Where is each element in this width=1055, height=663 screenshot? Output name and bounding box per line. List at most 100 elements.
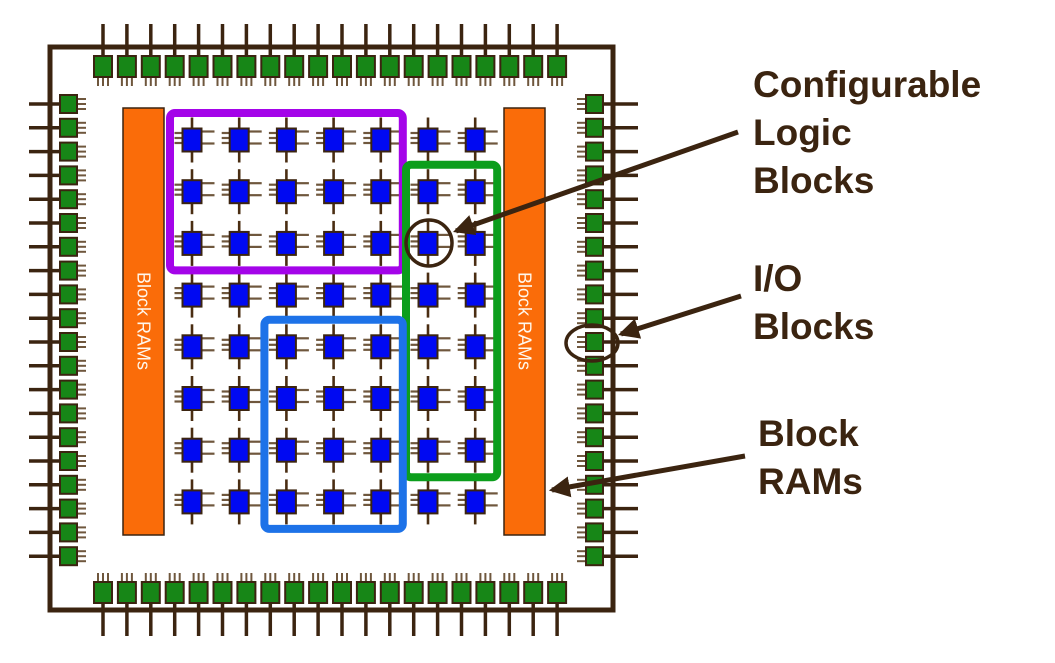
bram-bar-left [122,107,165,536]
bram-bar-right-label: Block RAMs [515,272,535,370]
io-block [499,581,520,604]
clb-block [323,437,345,463]
io-block [499,55,520,78]
clb-block [181,282,203,308]
clb-block [464,282,486,308]
io-block [59,141,78,162]
clb-block [370,230,392,256]
clb-block [323,230,345,256]
io-block [332,55,352,78]
io-block [585,451,604,471]
io-block [188,55,209,78]
io-block [59,189,78,210]
clb-block [464,386,486,411]
io-block [260,55,281,78]
io-block [403,581,424,604]
io-block [308,55,329,78]
clb-block [370,437,392,463]
io-block [379,55,400,78]
clb-block [323,282,345,308]
io-block [93,55,113,78]
clb-block [181,179,203,205]
io-block [140,55,161,78]
clb-callout-arrow [453,129,739,235]
clb-label-line: Configurable [753,64,981,105]
bram-bar-left-label: Block RAMs [134,272,154,370]
io-block [585,189,604,210]
clb-block [370,489,392,515]
io-block [59,165,78,186]
io-block [59,403,78,424]
clb-block [417,437,439,463]
io-block [585,94,604,114]
io-block [451,55,472,78]
clb-block [275,386,297,411]
io-block [236,55,257,78]
io-block [284,581,305,604]
io-block [164,581,185,604]
clb-block [464,437,486,463]
io-block [59,546,78,567]
io-callout-arrow [617,293,742,339]
highlight-green-group [402,160,502,482]
io-block [260,581,281,604]
io-block [140,581,161,604]
io-block [308,581,329,604]
highlight-blue-group [260,315,407,533]
io-block [59,474,78,495]
io-block [585,117,604,138]
io-block [59,451,78,471]
clb-block [417,334,439,360]
clb-block [464,127,486,153]
io-block [379,581,400,604]
clb-block [228,386,250,411]
io-block [59,94,78,114]
bram-label-line: Block [758,413,859,454]
fpga-chip-outline [47,44,616,613]
bram-label-line: RAMs [758,461,863,502]
clb-block [323,179,345,205]
io-block [427,55,448,78]
clb-block [228,179,250,205]
clb-block [228,127,250,153]
io-block [523,581,544,604]
io-block [585,522,604,543]
clb-block [464,230,486,256]
io-block [475,581,496,604]
io-block [403,55,424,78]
clb-label-line: Logic [753,112,852,153]
clb-block [181,489,203,515]
clb-block [275,489,297,515]
clb-block [275,127,297,153]
clb-block [370,179,392,205]
io-block [475,55,496,78]
clb-block [275,282,297,308]
io-block [59,498,78,519]
clb-block [228,230,250,256]
clb-block [464,179,486,205]
io-block [585,236,604,257]
io-block [585,379,604,400]
clb-block [228,282,250,308]
io-block [59,284,78,305]
io-block [585,260,604,281]
bram-callout-arrow [548,453,746,498]
clb-block [417,179,439,205]
clb-block [417,489,439,515]
bram-bar-right [503,107,546,536]
clb-block [417,230,439,256]
clb-block [181,334,203,360]
io-block [59,427,78,448]
io-block [585,213,604,233]
clb-block [464,489,486,515]
clb-block [323,127,345,153]
clb-block [181,127,203,153]
clb-label-line: Blocks [753,160,874,201]
clb-block [228,437,250,463]
io-block [355,581,376,604]
clb-block [275,437,297,463]
io-block [164,55,185,78]
clb-block [323,489,345,515]
io-block [59,213,78,233]
